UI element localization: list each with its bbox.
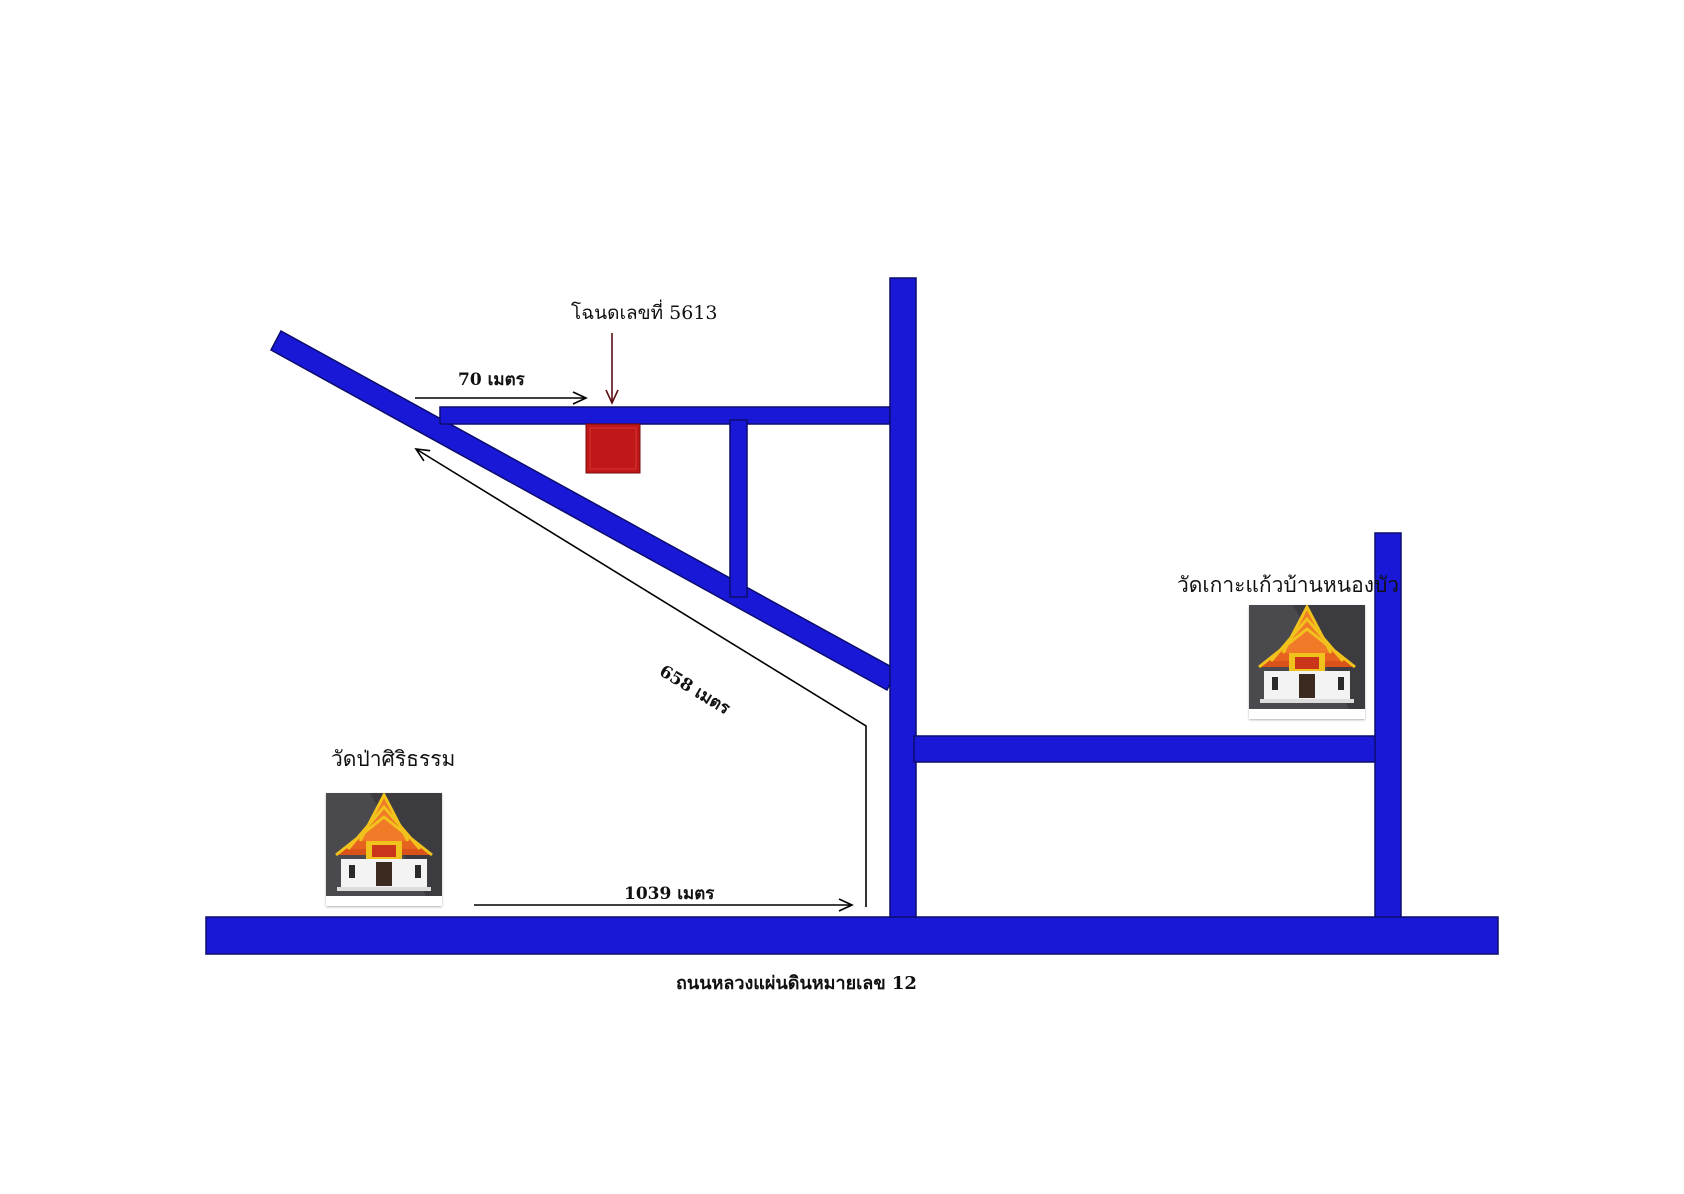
lower-horizontal-road bbox=[913, 735, 1377, 763]
right-temple-thai-temple-icon bbox=[1249, 605, 1365, 719]
short-vertical-road bbox=[729, 419, 748, 598]
distance-658-arrow bbox=[414, 447, 867, 907]
plot-marker-square bbox=[585, 423, 641, 474]
roads bbox=[205, 277, 1499, 955]
main-road-label: ถนนหลวงแผ่นดินหมายเลข 12 bbox=[676, 973, 917, 994]
main-highway bbox=[205, 916, 1499, 955]
upper-horizontal-road bbox=[439, 406, 891, 425]
distance-1039-label: 1039 เมตร bbox=[624, 884, 715, 904]
main-vertical-road bbox=[889, 277, 917, 922]
left-temple-label: วัดป่าศิริธรรม bbox=[331, 747, 456, 771]
left-temple-thai-temple-icon bbox=[326, 793, 442, 906]
diagonal-road bbox=[269, 329, 898, 692]
distance-70-label: 70 เมตร bbox=[458, 370, 525, 390]
plot-label: โฉนดเลขที่ 5613 bbox=[571, 302, 718, 324]
right-temple-label: วัดเกาะแก้วบ้านหนองบัว bbox=[1177, 573, 1400, 597]
right-vertical-road bbox=[1374, 532, 1402, 922]
